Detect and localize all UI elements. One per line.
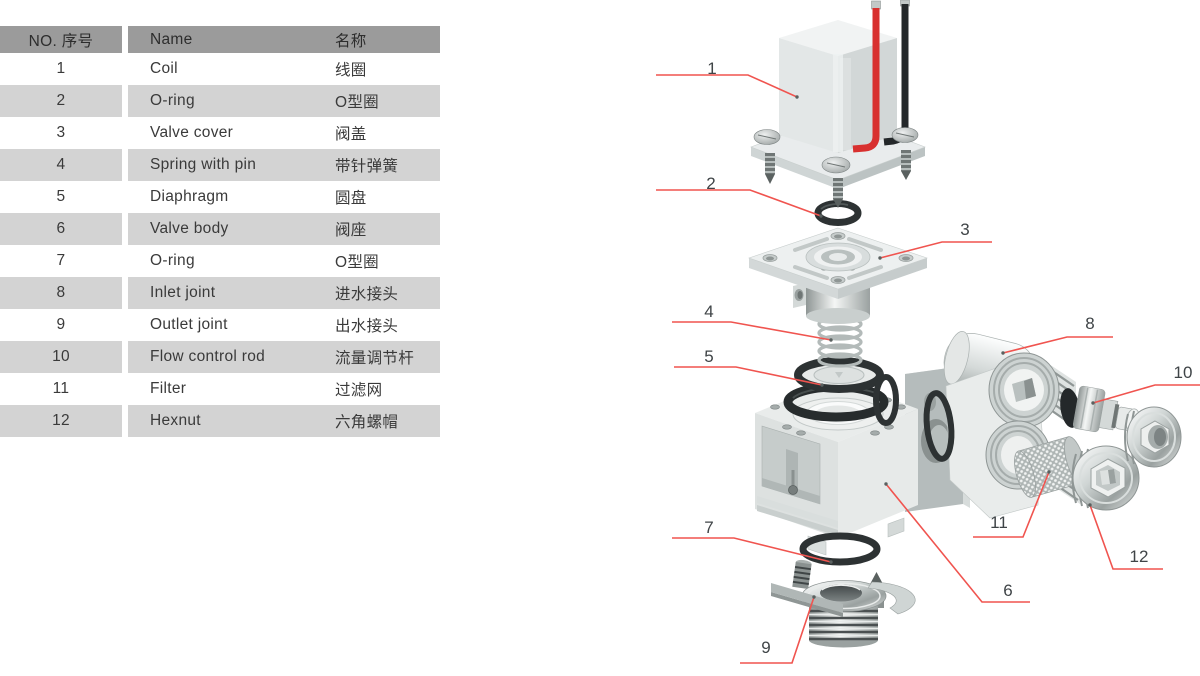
leader-line	[672, 321, 832, 341]
callout-labels: 1 2 3 4 5 6 7 8 9 10 11 12	[704, 59, 1192, 657]
cell-no: 8	[0, 277, 122, 309]
red-wire	[852, 8, 880, 153]
inlet-port-top	[988, 352, 1060, 428]
callout-label: 11	[990, 513, 1008, 532]
cell-no: 5	[56, 188, 66, 205]
leader-line	[740, 596, 815, 664]
cell-cn: O型圈	[335, 254, 379, 271]
cell-name: Valve cover	[150, 124, 234, 141]
cell-name: Valve body	[150, 220, 229, 237]
cell-cn: 进水接头	[335, 286, 399, 303]
mount-screw	[901, 150, 911, 180]
callout-label: 3	[960, 220, 969, 239]
valve-cover	[748, 227, 928, 324]
cell-cn: 过滤网	[335, 382, 383, 399]
callout-label: 9	[761, 638, 770, 657]
table-row: 12 Hexnut 六角螺帽	[0, 405, 440, 437]
table-row: 9 Outlet joint 出水接头	[0, 309, 440, 341]
cell-name: Diaphragm	[150, 188, 229, 205]
cell-no: 6	[0, 213, 122, 245]
leader-line	[1092, 384, 1200, 404]
hexnut	[1071, 445, 1140, 511]
callout-label: 2	[706, 174, 715, 193]
o-ring-7	[799, 532, 881, 566]
table-row: 5 Diaphragm 圆盘	[0, 181, 440, 213]
diaphragm	[794, 357, 884, 393]
table-row: 2 O-ring O型圈	[0, 85, 440, 117]
table-row: 4 Spring with pin 带针弹簧	[0, 149, 440, 181]
cell-cn: 阀座	[335, 222, 367, 239]
leader-line	[674, 366, 823, 386]
cell-no: 3	[56, 124, 66, 141]
flow-control-rod	[1060, 385, 1140, 433]
mount-screw	[765, 153, 775, 184]
callout-label: 10	[1174, 363, 1193, 382]
cell-name: Coil	[150, 60, 178, 77]
table-row: 6 Valve body 阀座	[0, 213, 440, 245]
cell-no: 4	[0, 149, 122, 181]
cell-cn: 线圈	[335, 62, 367, 79]
cell-name: O-ring	[150, 92, 195, 109]
leader-line	[885, 483, 1030, 603]
cell-no: 9	[56, 316, 66, 333]
cell-no: 11	[52, 380, 70, 397]
mount-screw	[833, 178, 843, 208]
header-no: NO. 序号	[0, 26, 122, 53]
cell-name: Inlet joint	[150, 284, 216, 301]
plate-o-ring	[923, 390, 955, 462]
cell-cn: 六角螺帽	[335, 414, 399, 431]
callout-label: 4	[704, 302, 713, 321]
cell-no: 12	[0, 405, 122, 437]
cell-cn: 流量调节杆	[335, 350, 415, 367]
cell-name: Outlet joint	[150, 316, 228, 333]
callout-label: 8	[1085, 314, 1094, 333]
callout-label: 1	[707, 59, 716, 78]
cell-no: 2	[0, 85, 122, 117]
cell-name: Flow control rod	[150, 348, 266, 365]
leader-dots	[795, 95, 1095, 599]
outlet-joint	[771, 580, 916, 648]
callout-label: 6	[1003, 581, 1012, 600]
cell-no: 10	[0, 341, 122, 373]
wire-tip	[871, 0, 881, 10]
leader-line	[879, 241, 992, 259]
callout-label: 7	[704, 518, 713, 537]
callout-leaders	[656, 74, 1200, 664]
cell-cn: 圆盘	[335, 190, 367, 207]
table-row: 11 Filter 过滤网	[0, 373, 440, 405]
cell-name: Hexnut	[150, 412, 201, 429]
cell-name: O-ring	[150, 252, 195, 269]
exploded-diagram: 1 2 3 4 5 6 7 8 9 10 11 12	[656, 0, 1200, 664]
cell-name: Filter	[150, 380, 187, 397]
callout-label: 12	[1130, 547, 1149, 566]
side-o-ring	[873, 374, 899, 426]
leader-line	[656, 74, 798, 98]
leader-line	[973, 471, 1050, 538]
cell-cn: 阀盖	[335, 126, 367, 143]
leader-line	[1002, 336, 1113, 354]
leader-line	[656, 189, 822, 217]
table-row: 10 Flow control rod 流量调节杆	[0, 341, 440, 373]
table-header-row: NO. 序号 Name 名称	[0, 26, 440, 53]
callout-label: 5	[704, 347, 713, 366]
cell-cn: O型圈	[335, 94, 379, 111]
leader-line	[1089, 504, 1163, 570]
header-cn: 名称	[335, 32, 367, 50]
cell-cn: 带针弹簧	[335, 158, 399, 175]
cell-no: 7	[56, 252, 66, 269]
table-row: 1 Coil 线圈	[0, 53, 440, 85]
table-row: 8 Inlet joint 进水接头	[0, 277, 440, 309]
cell-name: Spring with pin	[150, 156, 257, 173]
leader-line	[672, 537, 832, 563]
coil	[750, 0, 926, 208]
header-name: Name	[150, 30, 193, 48]
cell-no: 1	[56, 60, 66, 77]
cell-cn: 出水接头	[335, 318, 399, 335]
hexnut-2	[1124, 406, 1182, 468]
table-row: 7 O-ring O型圈	[0, 245, 440, 277]
small-spring	[792, 559, 812, 589]
table-row: 3 Valve cover 阀盖	[0, 117, 440, 149]
